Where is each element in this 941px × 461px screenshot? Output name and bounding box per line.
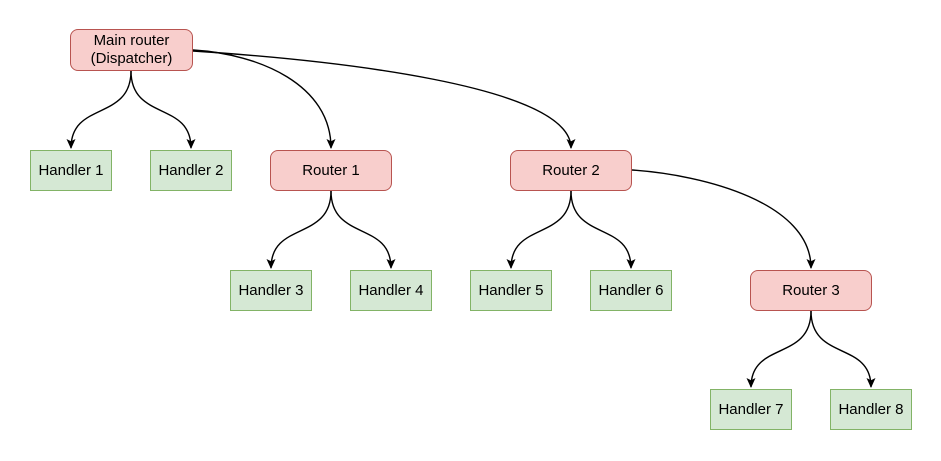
node-handler-6: Handler 6 bbox=[590, 270, 672, 311]
node-router-2: Router 2 bbox=[510, 150, 632, 191]
edge-router-2-to-router-3 bbox=[631, 169, 816, 269]
node-handler-5-label: Handler 5 bbox=[478, 281, 544, 299]
edge-main-router-to-handler-2 bbox=[130, 70, 196, 149]
node-handler-8: Handler 8 bbox=[830, 389, 912, 430]
node-handler-1-label: Handler 1 bbox=[38, 161, 104, 179]
node-handler-5: Handler 5 bbox=[470, 270, 552, 311]
node-handler-2: Handler 2 bbox=[150, 150, 232, 191]
edge-router-2-to-handler-5 bbox=[506, 190, 572, 269]
node-handler-4: Handler 4 bbox=[350, 270, 432, 311]
node-router-3-label: Router 3 bbox=[782, 281, 840, 299]
node-router-2-label: Router 2 bbox=[542, 161, 600, 179]
edge-router-3-to-handler-7 bbox=[746, 310, 812, 388]
node-handler-7: Handler 7 bbox=[710, 389, 792, 430]
edge-router-3-to-handler-8 bbox=[810, 310, 876, 388]
node-handler-7-label: Handler 7 bbox=[718, 400, 784, 418]
edge-router-1-to-handler-3 bbox=[266, 190, 332, 269]
node-router-1-label: Router 1 bbox=[302, 161, 360, 179]
node-handler-6-label: Handler 6 bbox=[598, 281, 664, 299]
node-main-router-line1: Main router bbox=[93, 32, 170, 49]
edge-main-router-to-router-1 bbox=[192, 49, 336, 149]
node-router-3: Router 3 bbox=[750, 270, 872, 311]
node-handler-4-label: Handler 4 bbox=[358, 281, 424, 299]
edge-router-1-to-handler-4 bbox=[330, 190, 396, 269]
node-handler-8-label: Handler 8 bbox=[838, 400, 904, 418]
edge-main-router-to-handler-1 bbox=[66, 70, 132, 149]
node-main-router-label: Main router (Dispatcher) bbox=[91, 32, 173, 68]
node-handler-3-label: Handler 3 bbox=[238, 281, 304, 299]
node-main-router: Main router (Dispatcher) bbox=[70, 29, 193, 71]
node-handler-3: Handler 3 bbox=[230, 270, 312, 311]
node-main-router-line2: (Dispatcher) bbox=[90, 50, 173, 67]
node-handler-2-label: Handler 2 bbox=[158, 161, 224, 179]
node-router-1: Router 1 bbox=[270, 150, 392, 191]
node-handler-1: Handler 1 bbox=[30, 150, 112, 191]
edge-main-router-to-router-2 bbox=[192, 50, 576, 149]
edge-router-2-to-handler-6 bbox=[570, 190, 636, 269]
